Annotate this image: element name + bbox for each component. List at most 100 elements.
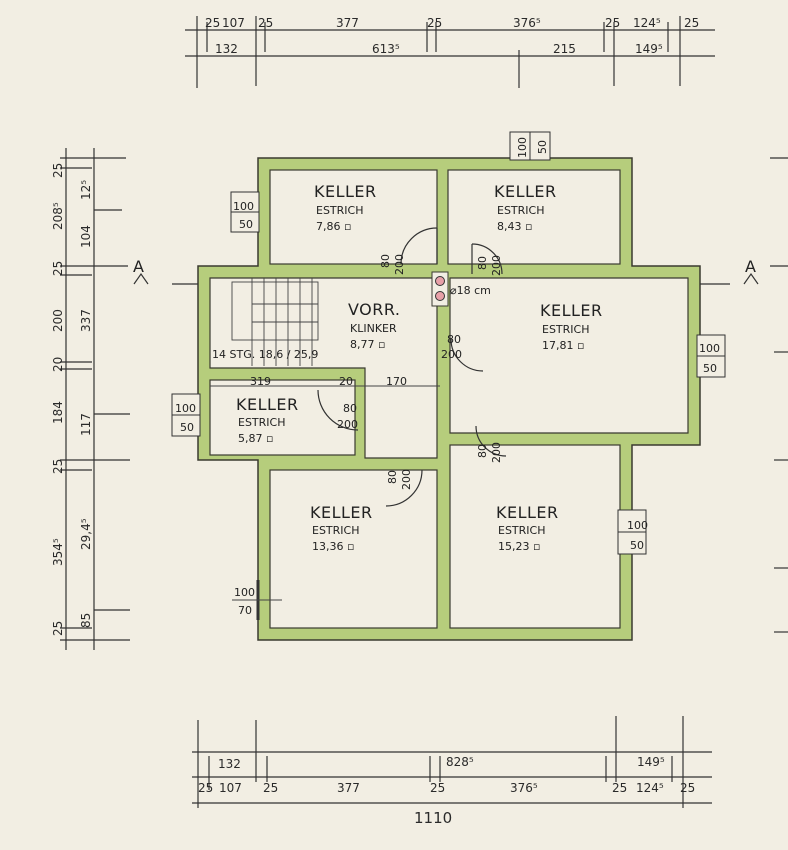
room-label-6: KELLER ESTRICH 13,36 ▫ xyxy=(310,503,373,553)
svg-text:50: 50 xyxy=(630,539,644,552)
dim-bottom-2: 828⁵ xyxy=(446,755,474,769)
dim-left-4: 200 xyxy=(51,309,65,332)
dim-left-8: 354⁵ xyxy=(51,538,65,566)
chimney xyxy=(431,271,449,307)
svg-text:15,23 ▫: 15,23 ▫ xyxy=(498,540,540,553)
dim-top-3: 25 xyxy=(258,16,273,30)
dim-bottom-3: 149⁵ xyxy=(637,755,665,769)
dim-top-6: 376⁵ xyxy=(513,16,541,30)
svg-text:80: 80 xyxy=(343,402,357,415)
svg-text:VORR.: VORR. xyxy=(348,300,401,319)
svg-text:5,87 ▫: 5,87 ▫ xyxy=(238,432,273,445)
dim-top-5: 25 xyxy=(427,16,442,30)
dim-left-2: 208⁵ xyxy=(51,202,65,230)
svg-text:50: 50 xyxy=(536,140,549,154)
svg-text:KELLER: KELLER xyxy=(494,182,557,201)
svg-text:ESTRICH: ESTRICH xyxy=(542,323,590,336)
svg-text:80: 80 xyxy=(476,444,489,458)
svg-text:8,43 ▫: 8,43 ▫ xyxy=(497,220,532,233)
svg-text:ESTRICH: ESTRICH xyxy=(498,524,546,537)
svg-text:100: 100 xyxy=(175,402,196,415)
dim-bottom2-2: 107 xyxy=(219,781,242,795)
svg-text:100: 100 xyxy=(516,137,529,158)
svg-text:200: 200 xyxy=(441,348,462,361)
section-marker-left: A xyxy=(133,257,198,285)
svg-text:ESTRICH: ESTRICH xyxy=(316,204,364,217)
inner-dim-20: 20 xyxy=(339,375,353,388)
svg-text:80: 80 xyxy=(386,470,399,484)
svg-text:ESTRICH: ESTRICH xyxy=(497,204,545,217)
dim-top2-2: 613⁵ xyxy=(372,42,400,56)
inner-dim-319: 319 xyxy=(250,375,271,388)
dim-top-9: 25 xyxy=(684,16,699,30)
dim-left-inner-6: 85 xyxy=(79,613,93,628)
svg-text:8,77 ▫: 8,77 ▫ xyxy=(350,338,385,351)
dim-left-inner-1: 12⁵ xyxy=(79,180,93,200)
svg-text:100: 100 xyxy=(699,342,720,355)
svg-text:7,86 ▫: 7,86 ▫ xyxy=(316,220,351,233)
room-keller-4 xyxy=(449,277,689,434)
svg-text:200: 200 xyxy=(337,418,358,431)
dim-top2-3: 215 xyxy=(553,42,576,56)
svg-text:KELLER: KELLER xyxy=(314,182,377,201)
staircase xyxy=(231,278,319,366)
dim-top2-4: 149⁵ xyxy=(635,42,663,56)
dim-left-inner-3: 337 xyxy=(79,309,93,332)
dim-bottom2-5: 25 xyxy=(430,781,445,795)
right-edge-marks xyxy=(770,157,788,633)
svg-text:80: 80 xyxy=(476,256,489,270)
svg-text:100: 100 xyxy=(233,200,254,213)
room-label-1: KELLER ESTRICH 7,86 ▫ xyxy=(314,182,377,233)
svg-text:ESTRICH: ESTRICH xyxy=(312,524,360,537)
dim-left-inner-4: 117 xyxy=(79,413,93,436)
dim-left-9: 25 xyxy=(51,621,65,636)
svg-text:100: 100 xyxy=(627,519,648,532)
dim-left-inner-5: 29,4⁵ xyxy=(79,518,93,550)
dim-top2-1: 132 xyxy=(215,42,238,56)
svg-text:KELLER: KELLER xyxy=(236,395,299,414)
svg-text:100: 100 xyxy=(234,586,255,599)
dim-bottom2-3: 25 xyxy=(263,781,278,795)
dim-top-4: 377 xyxy=(336,16,359,30)
dim-top-2: 107 xyxy=(222,16,245,30)
dim-left-inner-2: 104 xyxy=(79,225,93,248)
svg-text:70: 70 xyxy=(238,604,252,617)
stair-label: 14 STG. 18,6 / 25,9 xyxy=(212,348,318,361)
svg-text:80: 80 xyxy=(447,333,461,346)
dim-bottom2-1: 25 xyxy=(198,781,213,795)
room-label-7: KELLER ESTRICH 15,23 ▫ xyxy=(496,503,559,553)
doors xyxy=(317,227,507,507)
window-labels: 100 50 100 50 100 50 100 50 100 50 100 70 xyxy=(175,137,720,617)
svg-text:13,36 ▫: 13,36 ▫ xyxy=(312,540,354,553)
svg-text:50: 50 xyxy=(703,362,717,375)
dim-left-6: 184 xyxy=(51,401,65,424)
svg-text:200: 200 xyxy=(490,442,503,463)
svg-text:50: 50 xyxy=(239,218,253,231)
dim-top-1: 25 xyxy=(205,16,220,30)
dim-bottom-total: 1110 xyxy=(414,809,452,827)
room-label-2: KELLER ESTRICH 8,43 ▫ xyxy=(494,182,557,233)
svg-text:KELLER: KELLER xyxy=(496,503,559,522)
chimney-label: ⌀18 cm xyxy=(450,284,491,297)
svg-text:80: 80 xyxy=(379,254,392,268)
inner-dim-170: 170 xyxy=(386,375,407,388)
svg-text:KELLER: KELLER xyxy=(310,503,373,522)
room-keller-5 xyxy=(209,379,356,456)
svg-text:50: 50 xyxy=(180,421,194,434)
dim-left-7: 25 xyxy=(51,459,65,474)
dim-bottom-1: 132 xyxy=(218,757,241,771)
dim-bottom2-7: 25 xyxy=(612,781,627,795)
dim-left-5: 20 xyxy=(51,357,65,372)
windows xyxy=(171,131,726,620)
room-keller-2 xyxy=(447,169,621,265)
dim-left-1: 25 xyxy=(51,163,65,178)
svg-text:KELLER: KELLER xyxy=(540,301,603,320)
top-dimension-lines xyxy=(185,16,715,88)
svg-text:A: A xyxy=(745,257,756,276)
dim-bottom2-6: 376⁵ xyxy=(510,781,538,795)
svg-text:A: A xyxy=(133,257,144,276)
